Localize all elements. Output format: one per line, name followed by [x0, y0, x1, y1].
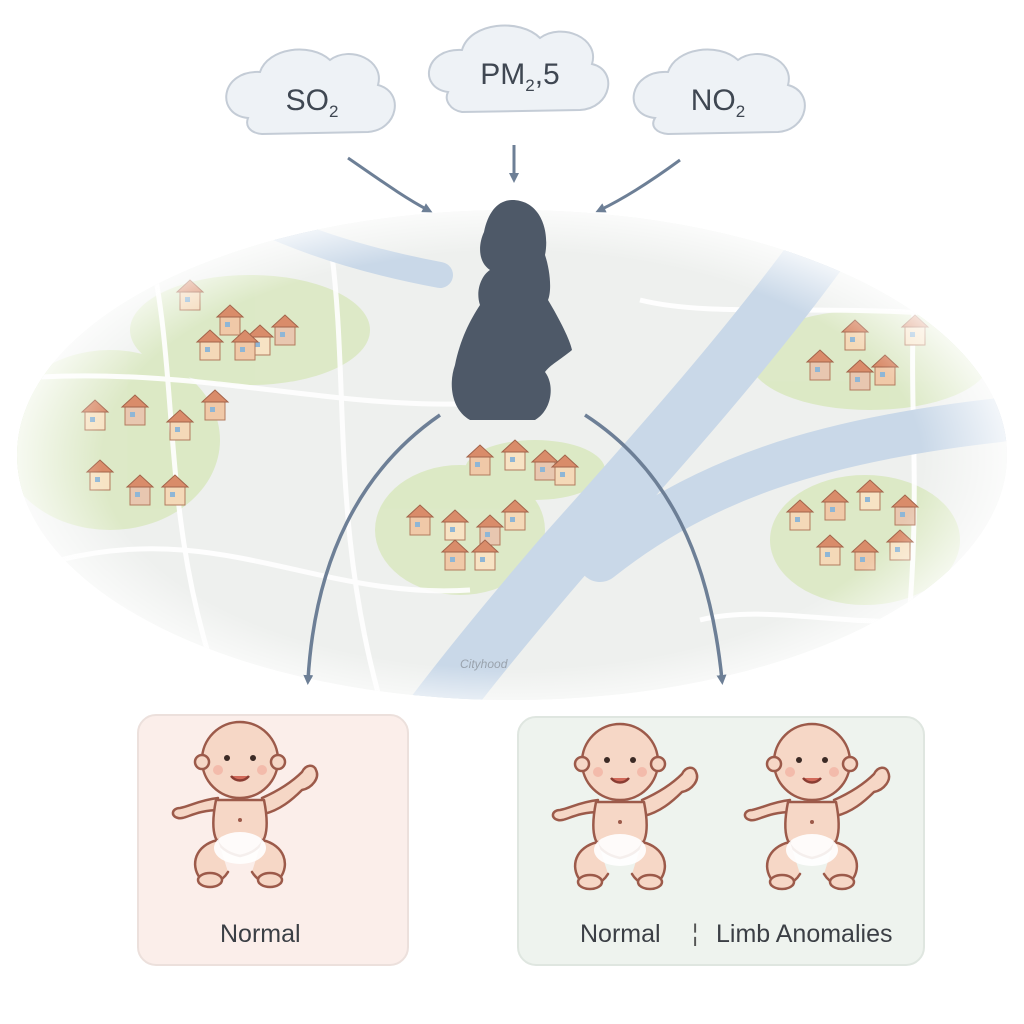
- so2-cloud: [225, 48, 396, 136]
- right-outcome-label-normal: Normal: [580, 920, 661, 948]
- pm25-label: PM2,5: [480, 58, 560, 95]
- so2-arrow: [347, 156, 433, 213]
- left-baby-normal: [171, 720, 319, 889]
- outcome-separator: ¦: [692, 920, 699, 947]
- no2-cloud: [632, 48, 806, 136]
- map-caption: Cityhood: [460, 657, 508, 671]
- left-outcome-arrow: [303, 413, 441, 685]
- outcome-arrows: [303, 413, 727, 685]
- no2-label: NO2: [690, 84, 746, 121]
- left-outcome-label: Normal: [220, 920, 301, 948]
- right-baby-limb-anomalies: [743, 722, 891, 891]
- babies: [171, 720, 891, 891]
- right-outcome-label-limb-anomalies: Limb Anomalies: [716, 920, 893, 948]
- right-baby-normal: [551, 722, 699, 891]
- no2-arrow: [595, 158, 681, 213]
- so2-label: SO2: [285, 84, 339, 121]
- pollutant-arrows: [347, 145, 681, 213]
- pregnant-woman-silhouette: [451, 200, 572, 420]
- pm25-cloud: [428, 24, 610, 114]
- right-outcome-arrow: [584, 413, 727, 685]
